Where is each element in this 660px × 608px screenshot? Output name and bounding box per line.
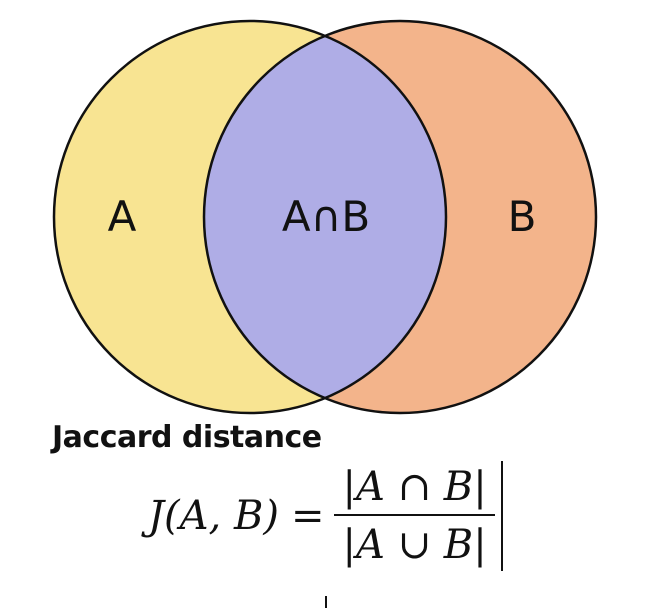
- set-b-outline: [202, 19, 598, 415]
- venn-diagram: A A∩B B: [52, 19, 598, 415]
- intersection-label: A∩B: [282, 192, 370, 241]
- formula-lhs: J(A, B): [148, 493, 279, 539]
- fraction-bar: [334, 514, 495, 516]
- set-a-label: A: [108, 192, 137, 241]
- intersection-region: [204, 21, 446, 413]
- formula-fraction: |A ∩ B| |A ∪ B|: [334, 464, 495, 568]
- bottom-tick-mark: [325, 596, 327, 608]
- set-a-outline: [52, 19, 448, 415]
- formula-equals: =: [290, 493, 325, 539]
- jaccard-formula: J(A, B) = |A ∩ B| |A ∪ B|: [148, 460, 503, 572]
- formula-denominator: |A ∪ B|: [342, 522, 487, 568]
- set-b-label: B: [508, 192, 537, 241]
- jaccard-heading: Jaccard distance: [52, 420, 322, 455]
- formula-numerator: |A ∩ B|: [342, 464, 487, 510]
- formula-absolute-bar: [500, 461, 503, 571]
